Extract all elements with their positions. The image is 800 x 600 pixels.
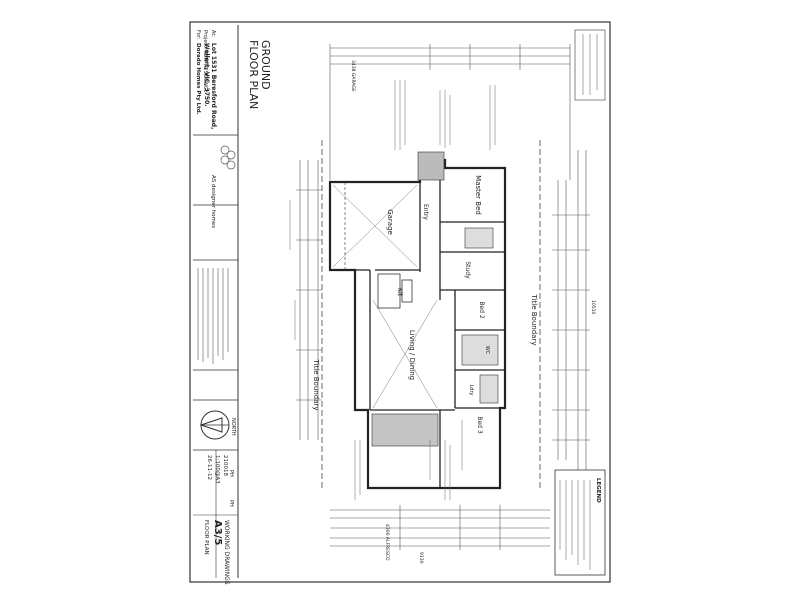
at-label: At: [210,30,216,37]
north-arrow: NORTH [199,410,236,440]
address-line-2: Wollert, VIC, 3750. [203,43,210,107]
date-value: 26-11-12 [206,455,212,480]
floor-plan: Garage Entry Master Bed Study Bed 2 Kit … [328,151,507,490]
alfresco-hatch [371,413,439,447]
designer-name: AS designer homes [210,175,216,228]
room-living-dining: Living / Dining [408,330,416,380]
laundry-fixtures [479,374,499,404]
dim-garage: 3438 GARAGE [350,60,356,92]
drawn-by: PH [228,470,234,477]
ensuite-fixtures [464,227,494,249]
dim-overall-top: 10510 [590,300,596,314]
checked-by: PH [228,500,234,507]
north-label: NORTH [230,418,236,436]
scale-value: 1:100@A3 [214,455,220,484]
drawing-stage: WORKING DRAWINGS [223,520,230,585]
room-kitchen: Kit [396,288,403,297]
room-bed-3: Bed 3 [476,416,483,434]
project-line: Project: NEW RESIDENCE [202,30,208,93]
room-garage: Garage [386,209,394,235]
room-bed-2: Bed 2 [478,301,485,319]
title-line-1: GROUND [259,40,272,90]
notes-block [197,268,229,364]
address-line-1: Lot 1531 Beresford Road, [210,43,217,129]
bathroom-fixtures [461,334,499,366]
client-name: Dorado Homes Pty Ltd. [195,43,201,115]
kitchen-island [401,279,413,303]
sheet-title: FLOOR PLAN [203,520,209,555]
job-number: 210018 [222,455,228,476]
dimension-lines [299,44,587,550]
for-label: For: [195,30,201,40]
title-line-2: FLOOR PLAN [247,40,260,109]
legend-heading: LEGEND [595,478,601,503]
title-boundary-label-right: Title Boundary [530,294,538,346]
legend: LEGEND [554,469,606,576]
room-entry: Entry [422,204,429,220]
room-study: Study [464,261,471,279]
title-block: Project: NEW RESIDENCE At: Lot 1531 Bere… [193,25,272,585]
kitchen-bench [377,273,401,309]
sheet-number: A3/5 [212,520,223,545]
dimension-ticks [296,189,590,441]
entry-porch-hatch [417,151,445,181]
room-master-bed: Master Bed [474,175,482,215]
dim-overall-bottom: 9130 [418,552,424,564]
note-box-top-right [574,29,606,101]
room-wc: WC [484,346,490,355]
annotation-notes [289,80,496,500]
title-boundary-label-left: Title Boundary [312,359,320,411]
designer-logo [220,145,236,170]
room-laundry: Ldry [468,385,474,396]
dim-alfresco: 4300 ALFRESCO [384,524,390,561]
